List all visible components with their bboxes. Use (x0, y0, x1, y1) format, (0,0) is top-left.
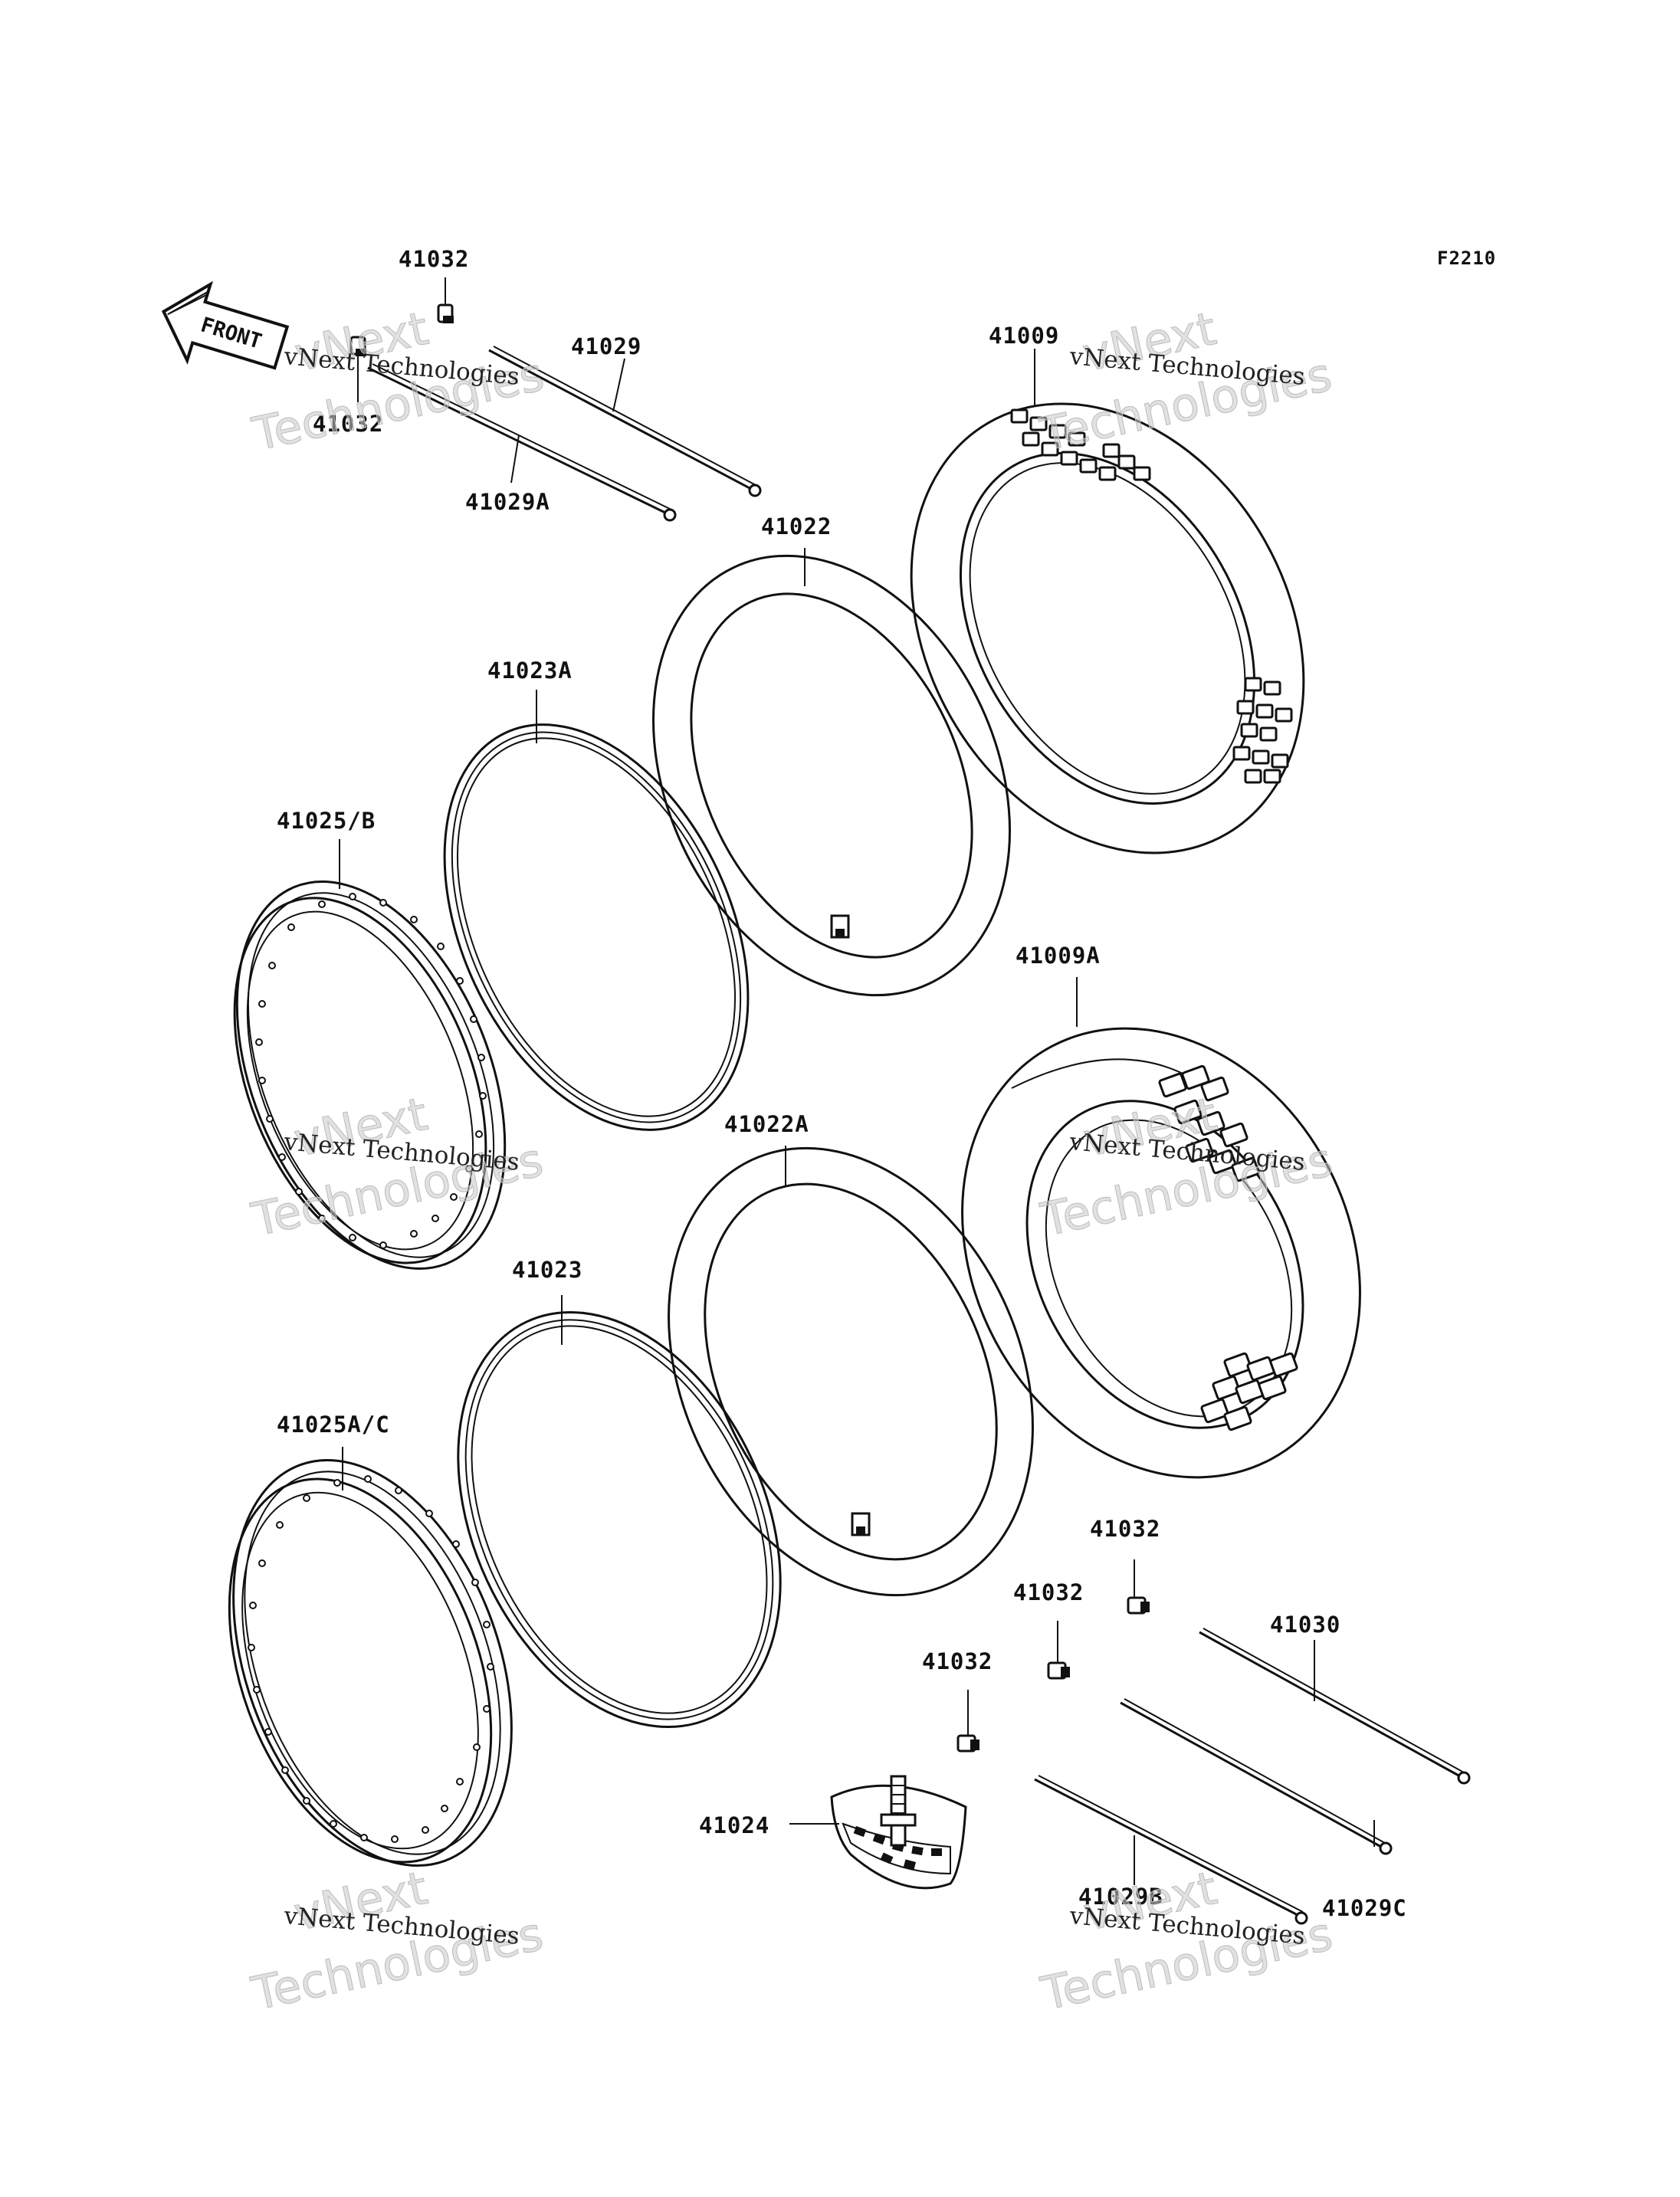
label-41023a: 41023A (487, 657, 573, 684)
label-41024: 41024 (699, 1812, 769, 1838)
label-41029: 41029 (571, 333, 641, 359)
label-41009a: 41009A (1016, 943, 1101, 969)
label-41032-top: 41032 (399, 246, 469, 272)
label-41009: 41009 (989, 323, 1059, 349)
label-41032-right-c: 41032 (922, 1648, 993, 1674)
label-41022a: 41022A (724, 1111, 809, 1137)
tube-41022 (652, 554, 1011, 997)
label-41032-right-b: 41032 (1013, 1579, 1084, 1605)
spoke-41029 (488, 346, 762, 497)
spoke-41030 (1199, 1628, 1471, 1785)
spoke-nipple-icon (349, 336, 366, 356)
label-41029c: 41029C (1322, 1895, 1407, 1921)
rim-band-41023 (457, 1311, 782, 1728)
label-41023: 41023 (512, 1257, 582, 1283)
label-41032-right-a: 41032 (1090, 1516, 1160, 1542)
rim-lock-41024 (830, 1775, 967, 1890)
tyre-41009a (961, 1027, 1361, 1479)
front-arrow-icon: FRONT (161, 280, 290, 370)
tyre-41009 (910, 402, 1305, 854)
label-41025ac: 41025A/C (277, 1412, 390, 1438)
spoke-41029c (1120, 1698, 1393, 1855)
label-41032-left: 41032 (313, 411, 383, 437)
spoke-nipple-icon (1047, 1661, 1070, 1680)
rim-41025b (233, 880, 507, 1270)
spoke-nipple-icon (437, 303, 454, 323)
tube-41022a (668, 1146, 1034, 1597)
label-41029a: 41029A (465, 489, 550, 515)
diagram-code: F2210 (1437, 248, 1496, 269)
label-41025b: 41025/B (277, 808, 376, 834)
label-41022: 41022 (761, 513, 832, 539)
rim-band-41023a (443, 723, 750, 1131)
rim-41025ac (228, 1458, 513, 1867)
spoke-41029b (1034, 1775, 1308, 1925)
label-41030: 41030 (1270, 1612, 1340, 1638)
spoke-nipple-icon (956, 1734, 979, 1753)
label-41029b: 41029B (1078, 1884, 1163, 1910)
spoke-nipple-icon (1127, 1596, 1150, 1615)
